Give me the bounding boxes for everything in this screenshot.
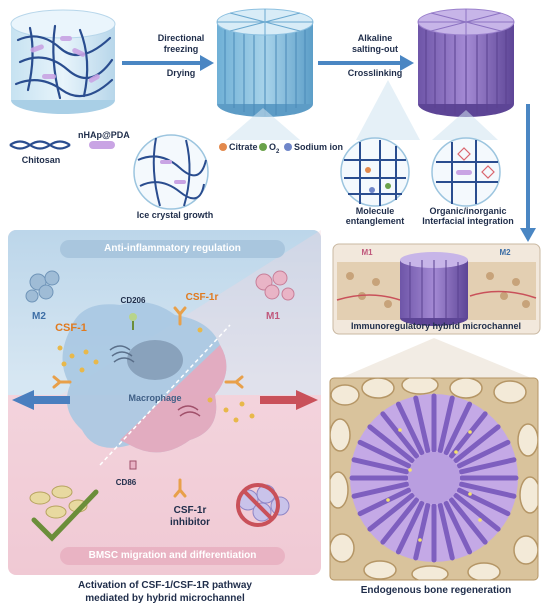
label-m1: M1 (266, 311, 280, 322)
hydrogel-cylinder (10, 9, 116, 114)
citrate-icon (219, 143, 227, 151)
microchannel-spoke (395, 401, 425, 456)
caption-organic-2: Interfacial integration (422, 216, 514, 226)
microchannel-spoke (453, 424, 501, 464)
no-symbol-icon (236, 483, 280, 527)
hybrid-title: Immunoregulatory hybrid microchannel (350, 321, 522, 331)
label-csf1: CSF-1 (55, 322, 87, 334)
hybrid-microchannel-panel (332, 243, 541, 335)
cd206-marker (129, 313, 137, 321)
ice-crystal-circle (133, 134, 209, 210)
label-inhibitor-1: CSF-1r (173, 505, 207, 516)
legend-o2: O2 (269, 142, 280, 155)
panel-title-bmsc: BMSC migration and differentiation (60, 547, 285, 565)
label-inhibitor-2: inhibitor (170, 517, 210, 528)
label-m2: M2 (32, 311, 46, 322)
microchannel-spoke (456, 439, 511, 469)
blue-scaffold (216, 8, 314, 117)
hybrid-label-m1: M1 (361, 248, 373, 257)
molecule-circle (340, 137, 410, 207)
label-cd86: CD86 (115, 478, 137, 487)
label-csf1r: CSF-1r (185, 292, 219, 303)
microchannel-spoke (437, 395, 455, 454)
microchannel-spoke (443, 500, 473, 555)
step2-label-line3: Crosslinking (347, 68, 403, 78)
label-cd206: CD206 (120, 296, 146, 305)
microchannel-spoke (357, 439, 412, 469)
microchannel-spoke (367, 424, 415, 464)
microchannel-spoke (413, 395, 431, 454)
microchannel-spoke (448, 497, 488, 545)
microchannel-spoke (458, 481, 517, 499)
nhap-icon (89, 141, 115, 149)
label-macrophage: Macrophage (128, 393, 182, 403)
microchannel-spoke (380, 497, 420, 545)
caption-molecule-2: entanglement (345, 216, 405, 226)
microchannel-spoke (458, 457, 517, 475)
bone-regeneration-image (330, 378, 538, 580)
legend-sodium: Sodium ion (294, 142, 343, 152)
right-arrow (260, 390, 318, 410)
bone-caption: Endogenous bone regeneration (360, 585, 512, 596)
microchannel-spoke (395, 500, 425, 555)
microchannel-spoke (456, 487, 511, 517)
legend-nhap: nHAp@PDA (78, 130, 130, 140)
chitosan-icon-2 (9, 140, 71, 150)
microchannel-spoke (351, 457, 410, 475)
microchannel-spoke (443, 401, 473, 456)
panel-title-anti-inflammatory: Anti-inflammatory regulation (60, 240, 285, 258)
process-arrow-1-head (200, 55, 214, 71)
microchannel-spoke (453, 492, 501, 532)
step2-label-line1: Alkaline (357, 33, 393, 43)
mechanism-panel (8, 230, 321, 575)
check-icon (31, 489, 99, 542)
macrophage-pink-half (120, 345, 227, 453)
cd86-marker (129, 460, 137, 470)
microchannel-spoke (448, 411, 488, 459)
process-arrow-2-head (400, 55, 414, 71)
nucleus (127, 340, 183, 380)
zoom-cone-bone (336, 338, 536, 380)
legend-citrate: Citrate (229, 142, 258, 152)
microchannel-spoke (357, 487, 412, 517)
microchannel-spoke (413, 502, 431, 561)
no-symbol-slash (242, 489, 274, 521)
organic-circle (431, 137, 501, 207)
microchannel-spoke (437, 502, 455, 561)
caption-csf-pathway-1: Activation of CSF-1/CSF-1R pathway (78, 580, 252, 591)
step1-label-line3: Drying (166, 68, 196, 78)
step2-label-line2: salting-out (352, 44, 398, 54)
legend-chitosan: Chitosan (21, 155, 61, 165)
microchannel-spoke (367, 492, 415, 532)
step1-label-line1: Directional (157, 33, 205, 43)
caption-molecule-1: Molecule (355, 206, 395, 216)
chitosan-icon (9, 140, 71, 150)
left-arrow (12, 390, 70, 410)
diagonal-divider (99, 324, 231, 466)
zoom-cone-organic (432, 110, 498, 140)
step1-label-line2: freezing (163, 44, 199, 54)
zoom-cone-ice (226, 108, 300, 140)
hybrid-label-m2: M2 (499, 248, 511, 257)
caption-csf-pathway-2: mediated by hybrid microchannel (85, 593, 245, 604)
microchannel-spoke (351, 481, 410, 499)
o2-icon (259, 143, 267, 151)
process-arrow-3-head (520, 228, 536, 242)
sodium-icon (284, 143, 292, 151)
caption-organic-1: Organic/inorganic (429, 206, 507, 216)
zoom-cone-molecule (356, 80, 420, 140)
microchannel-spoke (380, 411, 420, 459)
caption-ice-crystal: Ice crystal growth (136, 210, 214, 220)
purple-scaffold (417, 8, 515, 117)
